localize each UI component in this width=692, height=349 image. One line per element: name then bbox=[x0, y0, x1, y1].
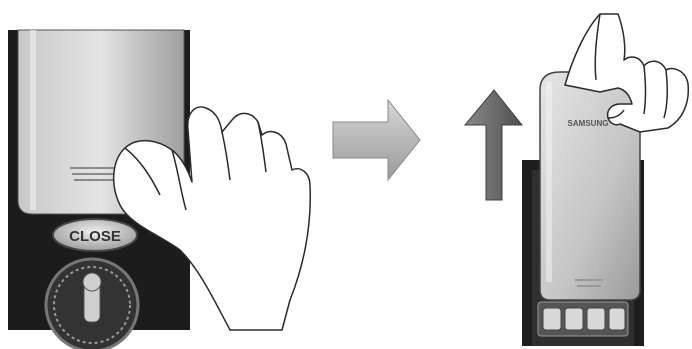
hand-right bbox=[564, 13, 690, 133]
battery-cover bbox=[539, 71, 641, 301]
brand-label: SAMSUNG bbox=[568, 119, 609, 128]
left-step-illustration: CLOSE bbox=[8, 29, 312, 349]
close-button: CLOSE bbox=[52, 218, 138, 252]
close-label: CLOSE bbox=[69, 228, 121, 245]
hand-left bbox=[112, 106, 312, 331]
key-dial bbox=[44, 257, 140, 349]
battery-slots bbox=[537, 301, 629, 337]
up-arrow-icon bbox=[463, 89, 524, 201]
cover-slots bbox=[70, 167, 118, 181]
right-arrow-icon bbox=[332, 98, 421, 182]
right-step-illustration: SAMSUNG bbox=[522, 13, 690, 346]
